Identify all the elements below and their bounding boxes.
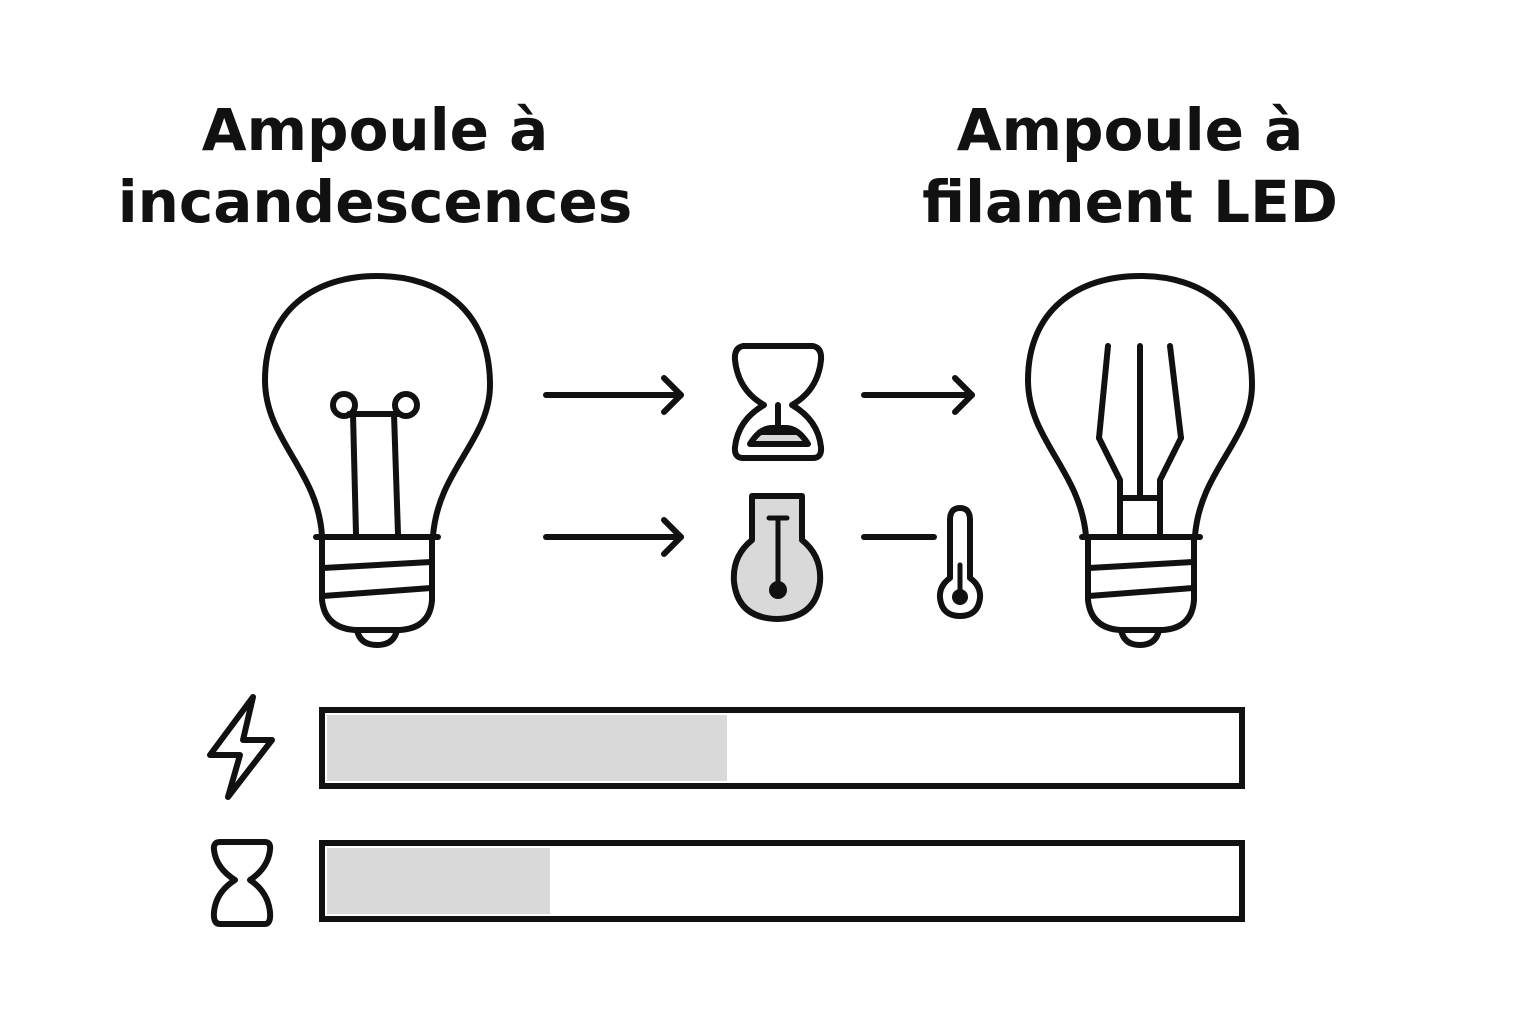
arrow-to-heat-flask [543,517,684,557]
title-incandescent-line2: incandescences [117,168,633,236]
lifetime-bar [210,839,1245,927]
title-led-line2: filament LED [922,168,1338,236]
title-led-line1: Ampoule à [956,96,1304,164]
heat-bulb-icon [730,493,824,622]
lightning-icon [207,694,275,800]
hourglass-icon [210,839,274,927]
energy-bar [207,694,1245,800]
incandescent-bulb-icon [262,273,493,648]
hourglass-icon [731,343,825,461]
title-incandescent-line1: Ampoule à [201,96,549,164]
led-filament-bulb-icon [1025,273,1255,648]
thermometer-icon [936,505,984,619]
title-led-filament: Ampoule à filament LED [910,94,1350,238]
arrow-to-led-bulb [861,375,975,415]
title-incandescent: Ampoule à incandescences [115,94,635,238]
arrow-to-hourglass [543,375,684,415]
energy-bar-fill [327,715,727,781]
lifetime-bar-fill [327,848,550,914]
